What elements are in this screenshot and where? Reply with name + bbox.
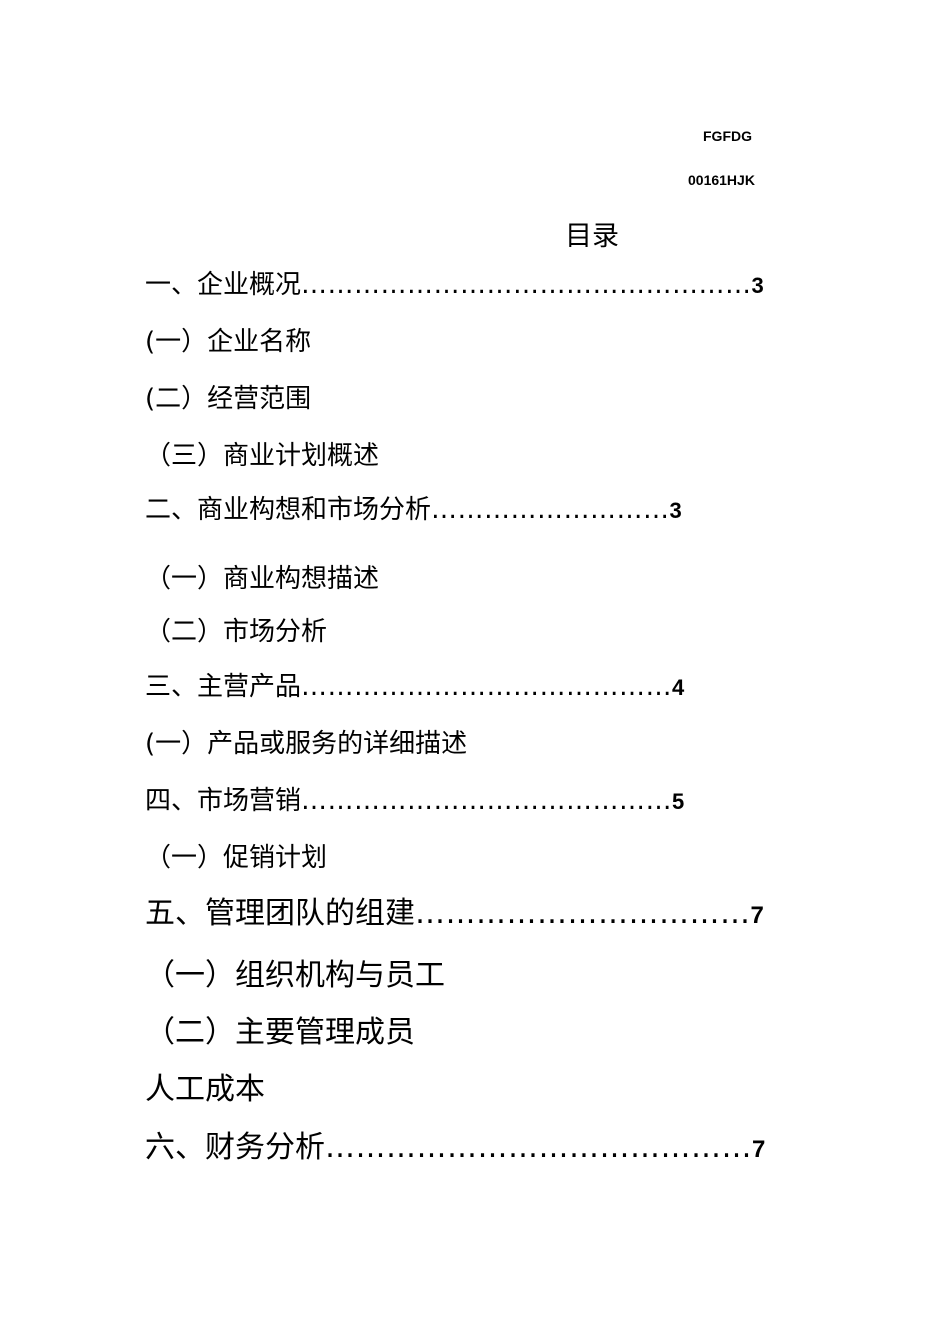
- toc-entry-labor-cost[interactable]: 人工成本: [145, 1075, 265, 1105]
- toc-entry-text: （一）商业构想描述: [145, 564, 380, 594]
- toc-entry-text: 人工成本: [145, 1072, 265, 1107]
- toc-entry-text: （二）主要管理成员: [145, 1015, 415, 1050]
- toc-entry-3-1[interactable]: (一）产品或服务的详细描述: [145, 731, 467, 757]
- toc-entry-2-2[interactable]: （二）市场分析: [145, 619, 327, 645]
- toc-page-number: 5: [672, 789, 685, 814]
- toc-entry-text: （一）促销计划: [145, 843, 328, 873]
- toc-entry-text: (二）经营范围: [145, 384, 312, 414]
- toc-entry-1-2[interactable]: (二）经营范围: [145, 386, 311, 412]
- toc-leader-dots: ……………………………………: [325, 1130, 752, 1165]
- toc-page-number: 4: [672, 675, 685, 700]
- toc-leader-dots: ……………………………………: [301, 786, 673, 816]
- toc-leader-dots: ……………………………………: [301, 672, 673, 702]
- toc-entry-2[interactable]: 二、商业构想和市场分析………………………3: [145, 497, 682, 523]
- toc-entry-text: (一）企业名称: [145, 327, 312, 357]
- toc-entry-2-1[interactable]: （一）商业构想描述: [145, 566, 379, 592]
- toc-entry-4[interactable]: 四、市场营销……………………………………5: [145, 788, 684, 814]
- toc-title: 目录: [565, 221, 619, 252]
- toc-entry-4-1[interactable]: （一）促销计划: [145, 845, 327, 871]
- toc-entry-text: 二、商业构想和市场分析: [145, 495, 432, 525]
- toc-entry-text: （一）组织机构与员工: [145, 958, 445, 993]
- toc-entry-5[interactable]: 五、管理团队的组建……………………………7: [145, 899, 764, 929]
- toc-entry-text: （二）市场分析: [145, 617, 328, 647]
- toc-entry-text: 六、财务分析: [145, 1130, 325, 1165]
- document-code-2: 00161HJK: [688, 172, 755, 188]
- toc-page-number: 3: [751, 273, 764, 298]
- toc-page-number: 3: [669, 498, 682, 523]
- toc-entry-text: 一、企业概况: [145, 270, 302, 300]
- toc-entry-1[interactable]: 一、企业概况……………………………………………3: [145, 272, 764, 298]
- toc-entry-text: (一）产品或服务的详细描述: [145, 729, 468, 759]
- toc-page-number: 7: [752, 1136, 766, 1163]
- toc-entry-3[interactable]: 三、主营产品……………………………………4: [145, 674, 684, 700]
- toc-leader-dots: ………………………: [431, 495, 670, 525]
- toc-entry-text: 三、主营产品: [145, 672, 302, 702]
- toc-entry-1-1[interactable]: (一）企业名称: [145, 329, 311, 355]
- toc-leader-dots: ……………………………………………: [301, 270, 752, 300]
- toc-entry-5-2[interactable]: （二）主要管理成员: [145, 1018, 415, 1048]
- toc-page-number: 7: [750, 902, 764, 929]
- toc-leader-dots: ……………………………: [415, 896, 751, 931]
- toc-entry-text: 四、市场营销: [145, 786, 302, 816]
- toc-entry-6[interactable]: 六、财务分析……………………………………7: [145, 1133, 765, 1163]
- toc-entry-1-3[interactable]: （三）商业计划概述: [145, 443, 379, 469]
- toc-entry-text: 五、管理团队的组建: [145, 896, 415, 931]
- document-code-1: FGFDG: [703, 128, 752, 144]
- toc-entry-5-1[interactable]: （一）组织机构与员工: [145, 961, 445, 991]
- toc-entry-text: （三）商业计划概述: [145, 441, 380, 471]
